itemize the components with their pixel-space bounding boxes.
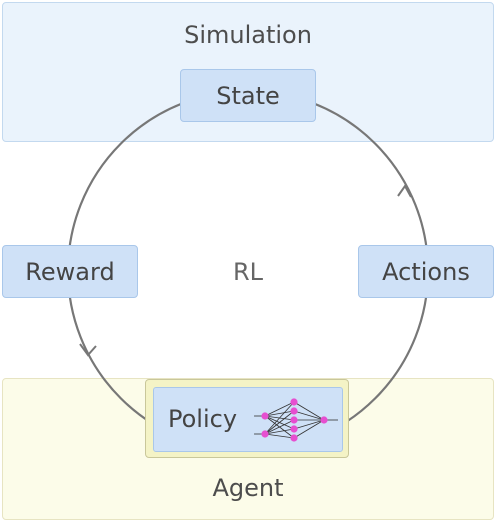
policy-container: Policy	[145, 379, 349, 458]
simulation-title: Simulation	[184, 21, 312, 49]
state-node: State	[180, 69, 316, 122]
cycle-arrow-reward-to-policy	[79, 343, 97, 357]
reward-node: Reward	[2, 245, 138, 298]
agent-title: Agent	[212, 474, 284, 502]
policy-label: Policy	[168, 405, 238, 433]
rl-center-label: RL	[232, 258, 264, 286]
neural-network-icon	[254, 398, 338, 442]
cycle-arrow-actions-to-state	[397, 184, 412, 198]
actions-node: Actions	[358, 245, 494, 298]
policy-node: Policy	[153, 387, 343, 452]
